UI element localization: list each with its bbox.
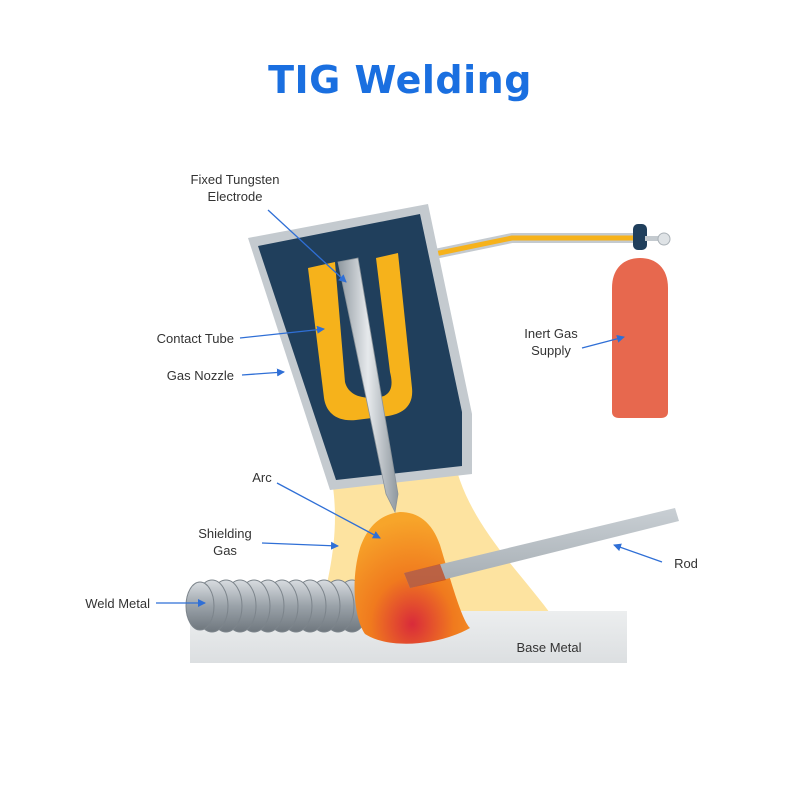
label-base-metal: Base Metal — [516, 640, 581, 655]
arrow-arc — [276, 482, 381, 539]
filler-rod — [404, 508, 679, 588]
arrow-rod — [613, 543, 663, 563]
label-gas-nozzle: Gas Nozzle — [167, 368, 234, 383]
arrow-inert-gas — [581, 334, 625, 349]
label-rod: Rod — [674, 556, 698, 571]
label-contact-tube: Contact Tube — [157, 331, 234, 346]
arrow-gas-nozzle — [241, 368, 285, 377]
arrow-contact-tube — [239, 325, 325, 339]
label-weld-metal: Weld Metal — [85, 596, 150, 611]
page-title: TIG Welding — [268, 58, 532, 102]
label-electrode-line1: Fixed Tungsten — [191, 172, 280, 187]
contact-tube — [308, 253, 413, 421]
inert-gas-cylinder — [612, 224, 671, 418]
label-electrode-line2: Electrode — [208, 189, 263, 204]
label-shielding-line1: Shielding — [198, 526, 252, 541]
annotation-arrows — [156, 209, 663, 607]
labels: Fixed Tungsten Electrode Contact Tube Ga… — [85, 172, 698, 655]
label-inert-gas-line1: Inert Gas — [524, 326, 578, 341]
weld-metal-bead — [185, 579, 369, 633]
tungsten-electrode — [337, 257, 399, 514]
label-shielding-line2: Gas — [213, 543, 237, 558]
arrow-shielding-gas — [261, 541, 339, 550]
label-inert-gas-line2: Supply — [531, 343, 571, 358]
label-arc: Arc — [252, 470, 272, 485]
arrow-electrode — [267, 209, 347, 283]
